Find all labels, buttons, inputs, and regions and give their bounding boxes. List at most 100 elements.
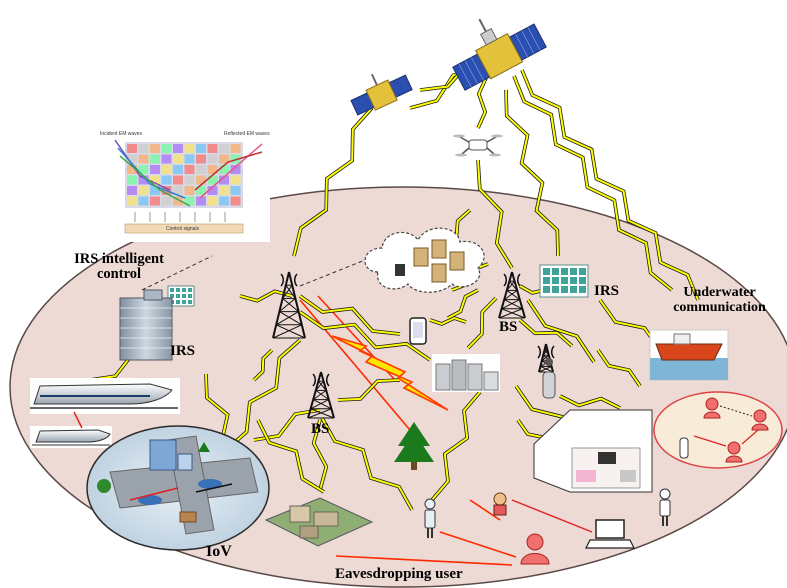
lightning-link [519, 319, 573, 347]
lightning-link [477, 77, 487, 129]
irs-element [182, 288, 186, 292]
irs-metasurface-panel [94, 126, 270, 242]
irs-cell [184, 154, 195, 164]
irs-cell [219, 175, 229, 185]
irs-cell [196, 175, 206, 185]
irs-cell [184, 175, 195, 185]
irs-cell [127, 196, 137, 206]
irs-element [176, 288, 180, 292]
satellite-large-icon [452, 18, 547, 91]
bs-center-label: BS [499, 319, 518, 335]
user-right-icon [659, 488, 671, 526]
irs-cell [230, 144, 241, 153]
irs-element [188, 294, 192, 298]
irs-cell [173, 165, 183, 174]
irs-reflected-label: Reflected EM waves [224, 131, 270, 137]
irs-element [543, 268, 550, 275]
lightning-link [467, 297, 497, 349]
irs-left-label: IRS [170, 343, 196, 359]
irs-cell [150, 175, 160, 185]
lightning-link [429, 317, 467, 325]
lightning-link [597, 349, 641, 387]
irs-cell [127, 144, 137, 153]
bs-left-tower-icon [307, 371, 335, 419]
irs-element [543, 277, 550, 284]
irs-cell [184, 165, 195, 174]
lightning-link [513, 75, 673, 291]
lightning-link [559, 395, 621, 409]
main-tower-icon [272, 271, 306, 339]
irs-cell [127, 154, 137, 164]
lightning-link [521, 69, 699, 301]
irs-element [561, 277, 568, 284]
irs-cell [173, 175, 183, 185]
irs-element [552, 277, 559, 284]
irs-cell [127, 175, 137, 185]
towers [272, 271, 555, 419]
irs-cell [219, 165, 229, 174]
irs-cell [138, 165, 149, 174]
irs-cell [184, 144, 195, 153]
iov-label: IoV [206, 543, 232, 560]
irs-cell [173, 196, 183, 206]
irs-cell [161, 196, 172, 206]
cloud-server-icon [364, 227, 485, 293]
train-small-icon [30, 426, 112, 448]
irs-cell [150, 144, 160, 153]
lightning-link [477, 159, 513, 269]
dashed-links [141, 255, 371, 291]
irs-element [188, 300, 192, 304]
irs-cell [219, 196, 229, 206]
child-icon [493, 492, 507, 516]
irs-element [570, 286, 577, 293]
irs-cell [230, 175, 241, 185]
office-building-icon [119, 289, 173, 361]
irs-element [579, 286, 586, 293]
irs-cell [161, 154, 172, 164]
irs-cell [184, 196, 195, 206]
iov-city-icon [86, 425, 270, 551]
irs-intelligent-control-label: IRS intelligent control [74, 251, 164, 283]
laptop-link [511, 499, 593, 533]
irs-cell [219, 154, 229, 164]
drone-icon [453, 134, 503, 157]
irs-incident-label: Incident EM waves [100, 131, 142, 137]
irs-cell [230, 196, 241, 206]
train-link-arrow [73, 411, 83, 429]
irs-element [570, 268, 577, 275]
irs-cell [207, 165, 218, 174]
irs-cell [150, 154, 160, 164]
irs-element [579, 277, 586, 284]
irs-panel-center-icon [539, 264, 589, 298]
irs-cell [150, 196, 160, 206]
irs-center-label: IRS [594, 283, 620, 299]
irs-cell [150, 165, 160, 174]
irs-cell [196, 196, 206, 206]
irs-cell [161, 175, 172, 185]
irs-cell [196, 186, 206, 195]
lightning-link [293, 107, 373, 257]
tree-icon [394, 422, 434, 470]
laptop-icon [585, 519, 635, 549]
irs-cell [127, 186, 137, 195]
underwater-ship-icon [649, 329, 729, 381]
user-standing-icon [424, 498, 436, 538]
irs-cell [207, 186, 218, 195]
lightning-link [312, 419, 328, 491]
lightning-link [337, 379, 401, 401]
irs-cell [173, 154, 183, 164]
d2d-network-icon [653, 391, 783, 469]
irs-element [579, 268, 586, 275]
irs-element [552, 286, 559, 293]
smart-home-icon [533, 409, 653, 493]
sensor-lamp-icon [542, 358, 556, 399]
high-speed-train-icon [30, 378, 180, 414]
irs-element [182, 294, 186, 298]
lightning-link [225, 339, 301, 451]
lightning-link [299, 295, 401, 335]
irs-grid [125, 142, 243, 208]
irs-cell [161, 165, 172, 174]
irs-element [170, 294, 174, 298]
lightning-link [257, 419, 325, 493]
irs-cell [230, 186, 241, 195]
